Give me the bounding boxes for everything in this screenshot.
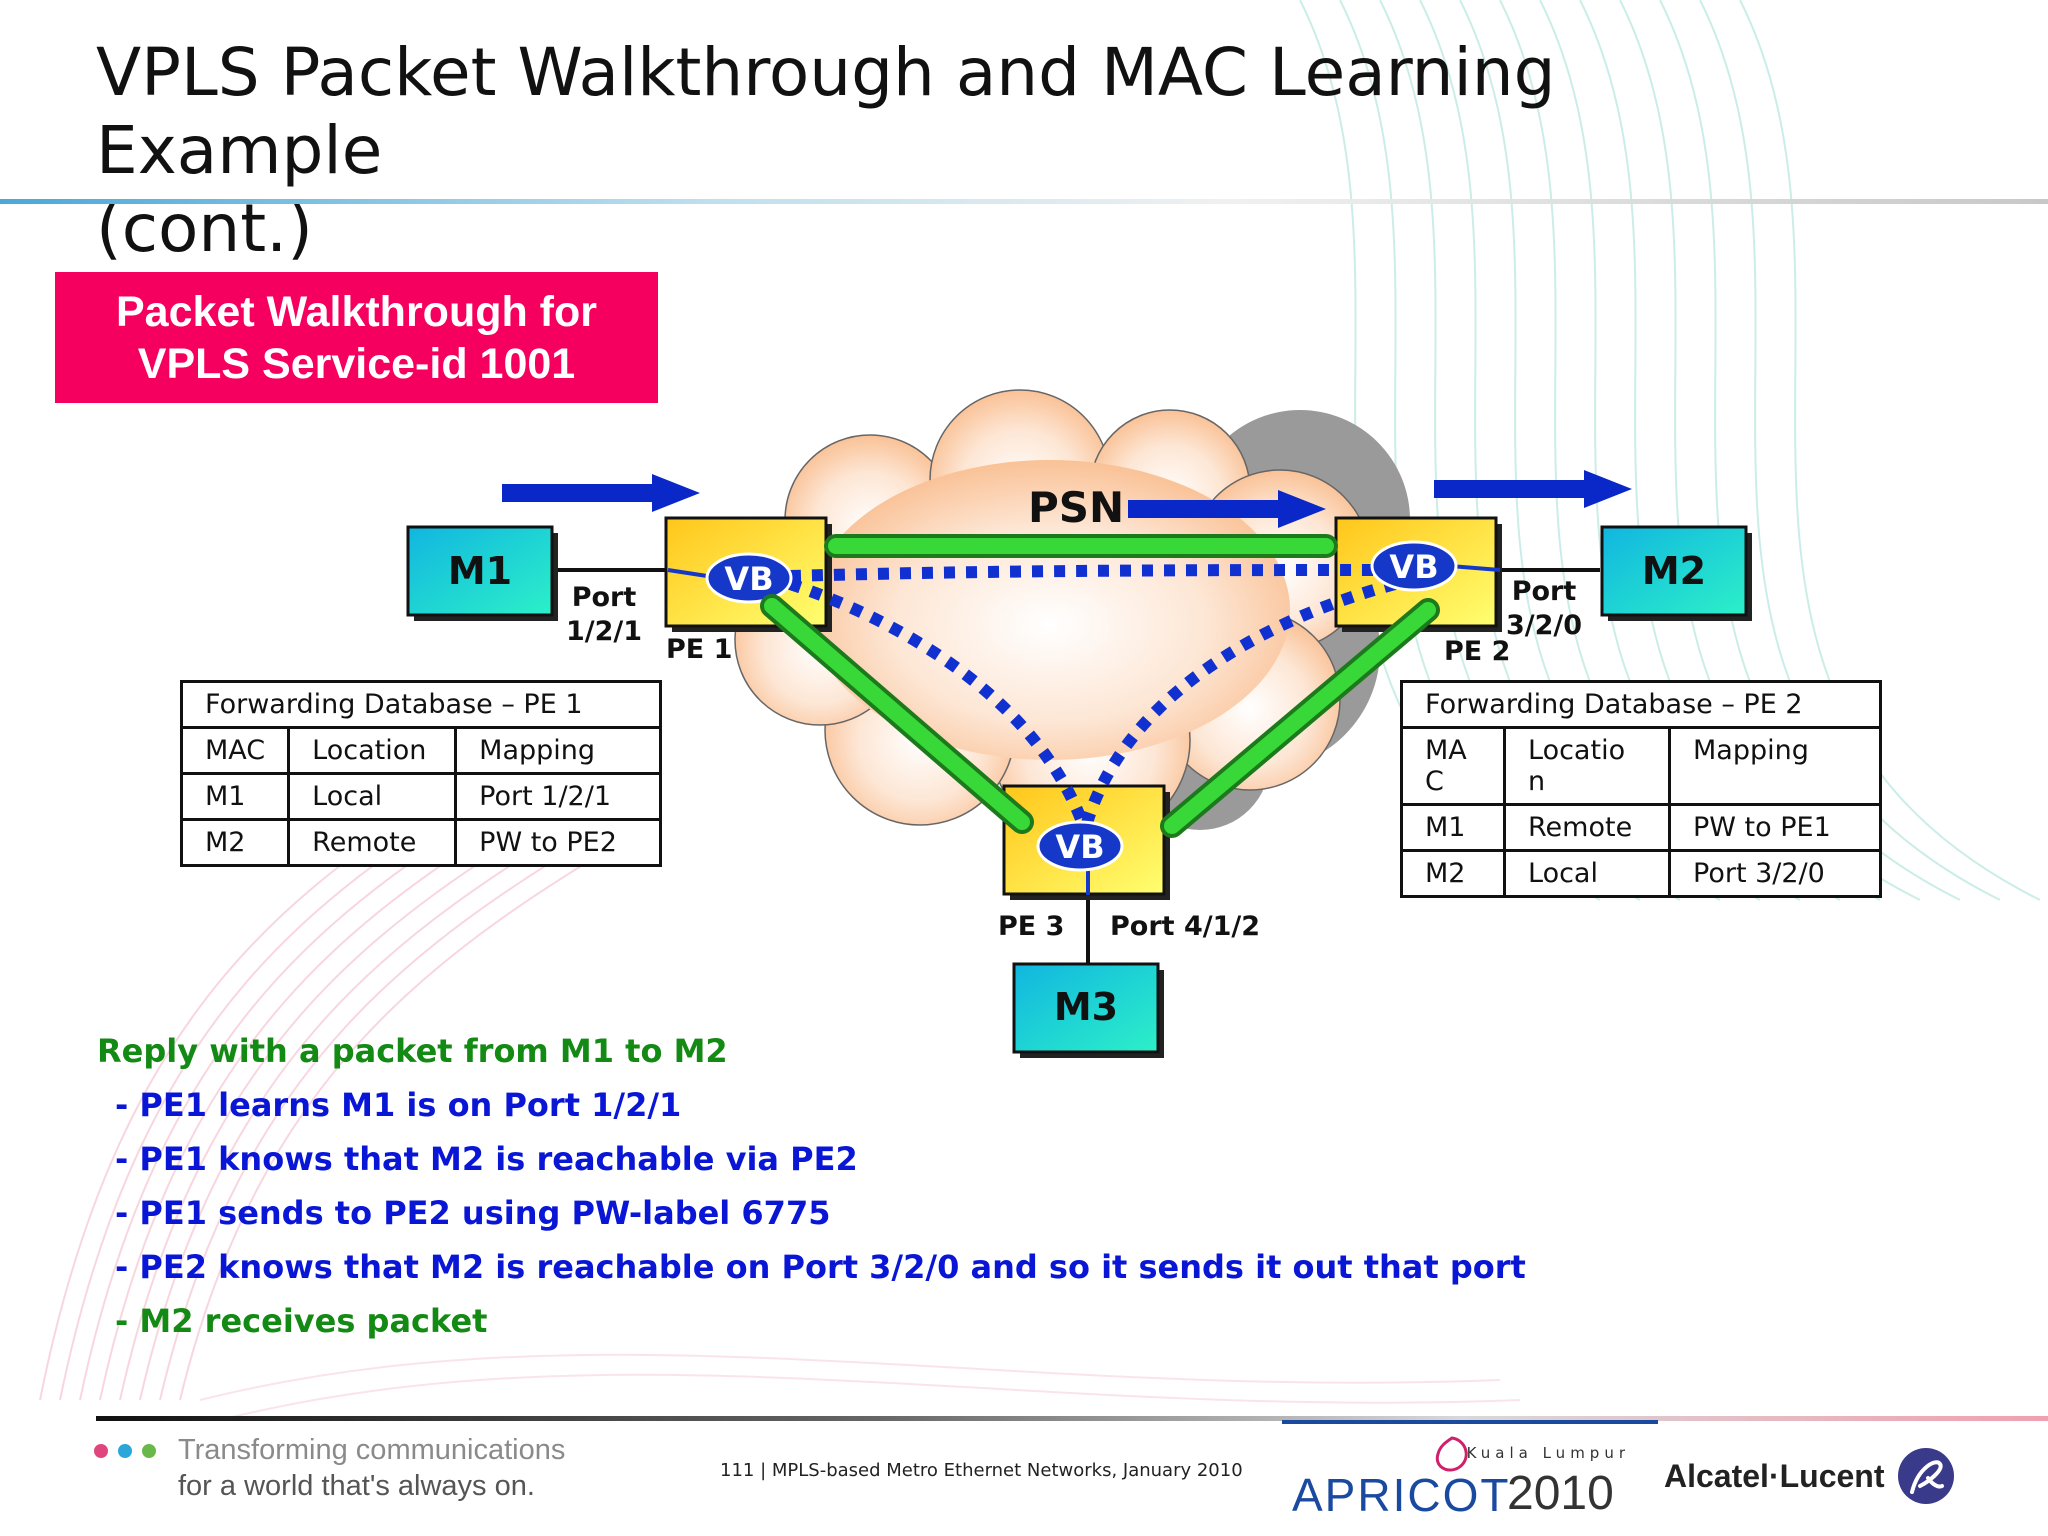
footer-divider bbox=[96, 1416, 2048, 1421]
fdb-pe2-title-row: Forwarding Database – PE 2 bbox=[1400, 680, 1882, 729]
table-row: M1 Remote PW to PE1 bbox=[1400, 803, 1882, 852]
notes-item: - PE1 knows that M2 is reachable via PE2 bbox=[115, 1140, 858, 1178]
pe1-port-label-line1: Port bbox=[572, 582, 637, 613]
m3-label: M3 bbox=[1054, 985, 1118, 1029]
service-banner-line2: VPLS Service-id 1001 bbox=[137, 339, 576, 388]
fdb-pe2-header-cell: Locatio n bbox=[1503, 726, 1671, 806]
vpls-mesh-dotted bbox=[788, 564, 1397, 832]
pe2-vb bbox=[1370, 540, 1501, 592]
table-row: M1 Local Port 1/2/1 bbox=[179, 772, 662, 821]
table-cell: PW to PE2 bbox=[454, 818, 662, 867]
pe3-vb-label: VB bbox=[1055, 828, 1104, 866]
fdb-pe1-header-row: MAC Location Mapping bbox=[179, 726, 662, 775]
table-cell: M2 bbox=[1400, 849, 1506, 898]
title-underline bbox=[0, 199, 2048, 204]
walkthrough-notes: Reply with a packet from M1 to M2 - PE1 … bbox=[97, 1024, 1526, 1348]
table-cell: Local bbox=[287, 772, 458, 821]
fdb-pe2-table: Forwarding Database – PE 2 MA C Locatio … bbox=[1400, 680, 1882, 898]
notes-heading: Reply with a packet from M1 to M2 bbox=[97, 1032, 728, 1070]
footer-tagline-line2: for a world that's always on. bbox=[178, 1470, 535, 1502]
pe2-port-label-line2: 3/2/0 bbox=[1506, 610, 1582, 641]
table-cell: PW to PE1 bbox=[1668, 803, 1882, 852]
service-banner: Packet Walkthrough for VPLS Service-id 1… bbox=[55, 272, 658, 403]
notes-item: - PE2 knows that M2 is reachable on Port… bbox=[115, 1248, 1526, 1286]
m3-node bbox=[1012, 962, 1164, 1058]
pe3-port-label: Port 4/1/2 bbox=[1110, 911, 1260, 942]
table-cell: M2 bbox=[179, 818, 291, 867]
page-info: 111 | MPLS-based Metro Ethernet Networks… bbox=[720, 1460, 1243, 1481]
fdb-pe1-header-cell: Location bbox=[287, 726, 458, 775]
fdb-pe1-header-cell: MAC bbox=[179, 726, 291, 775]
table-cell: Remote bbox=[287, 818, 458, 867]
fdb-pe1-title-row: Forwarding Database – PE 1 bbox=[180, 680, 662, 729]
apricot-city: Kuala Lumpur bbox=[1466, 1444, 1630, 1462]
pe2-port-label-line1: Port bbox=[1512, 576, 1577, 607]
fdb-pe1-title: Forwarding Database – PE 1 bbox=[180, 680, 662, 729]
pseudowires bbox=[760, 534, 1440, 838]
pe1-port-label-line2: 1/2/1 bbox=[566, 616, 642, 647]
fdb-pe2-header-cell: MA C bbox=[1400, 726, 1506, 806]
alcatel-lucent-logo: Alcatel·Lucent bbox=[1664, 1446, 1955, 1506]
fdb-pe2-header-row: MA C Locatio n Mapping bbox=[1400, 726, 1882, 806]
access-links bbox=[556, 568, 1600, 963]
notes-item: - M2 receives packet bbox=[115, 1302, 488, 1340]
pe3-label: PE 3 bbox=[998, 911, 1064, 942]
table-cell: M1 bbox=[179, 772, 291, 821]
footer-tagline-line1: Transforming communications bbox=[178, 1434, 566, 1466]
dot-icon bbox=[118, 1444, 132, 1458]
dot-icon bbox=[142, 1444, 156, 1458]
table-cell: Port 3/2/0 bbox=[1668, 849, 1882, 898]
pe1-vb-label: VB bbox=[724, 560, 773, 598]
footer-tagline: Transforming communications for a world … bbox=[178, 1432, 565, 1504]
footer-dots bbox=[94, 1444, 174, 1464]
service-banner-line1: Packet Walkthrough for bbox=[115, 287, 598, 336]
apricot-logo: Kuala Lumpur APRICOT 2010 bbox=[1282, 1420, 1658, 1526]
pe2-label: PE 2 bbox=[1444, 636, 1510, 667]
m1-node bbox=[406, 525, 558, 621]
m2-label: M2 bbox=[1642, 549, 1706, 593]
apricot-flower-icon bbox=[1435, 1436, 1468, 1472]
m2-node bbox=[1600, 525, 1752, 621]
table-cell: Port 1/2/1 bbox=[454, 772, 662, 821]
flow-arrows bbox=[502, 470, 1632, 528]
pe1-vb bbox=[667, 552, 793, 604]
apricot-name: APRICOT bbox=[1292, 1469, 1511, 1521]
slide-title-line1: VPLS Packet Walkthrough and MAC Learning… bbox=[96, 34, 1556, 189]
apricot-year: 2010 bbox=[1507, 1467, 1614, 1520]
table-row: M2 Remote PW to PE2 bbox=[179, 818, 662, 867]
pe1-label: PE 1 bbox=[666, 634, 732, 665]
brand-wordmark: Alcatel·Lucent bbox=[1664, 1457, 1885, 1494]
table-row: M2 Local Port 3/2/0 bbox=[1400, 849, 1882, 898]
fdb-pe1-header-cell: Mapping bbox=[454, 726, 662, 775]
m1-label: M1 bbox=[448, 549, 512, 593]
notes-item: - PE1 learns M1 is on Port 1/2/1 bbox=[115, 1086, 682, 1124]
fdb-pe2-title: Forwarding Database – PE 2 bbox=[1400, 680, 1882, 729]
dot-icon bbox=[94, 1444, 108, 1458]
fdb-pe1-table: Forwarding Database – PE 1 MAC Location … bbox=[179, 680, 662, 867]
fdb-pe2-header-cell: Mapping bbox=[1668, 726, 1882, 806]
psn-label: PSN bbox=[1028, 483, 1124, 532]
table-cell: Remote bbox=[1503, 803, 1671, 852]
table-cell: M1 bbox=[1400, 803, 1506, 852]
table-cell: Local bbox=[1503, 849, 1671, 898]
vpls-diagram: PSN M1 M2 M3 VB VB VB PE 1 PE 2 PE 3 Por… bbox=[406, 389, 1752, 1058]
pe3-vb bbox=[1036, 820, 1124, 895]
pe2-vb-label: VB bbox=[1389, 548, 1438, 586]
notes-item: - PE1 sends to PE2 using PW-label 6775 bbox=[115, 1194, 831, 1232]
alcatel-lucent-icon bbox=[1898, 1448, 1955, 1504]
